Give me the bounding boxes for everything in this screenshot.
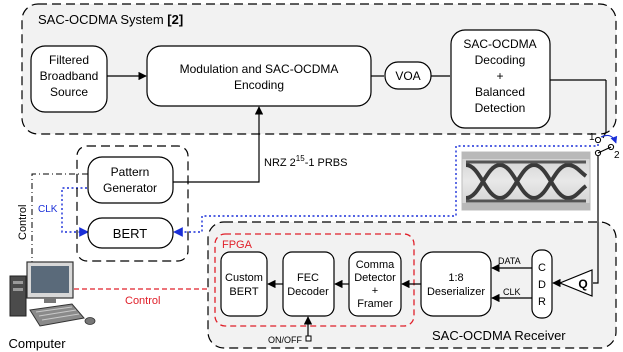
computer-label: Computer [8, 336, 66, 351]
clk-label-right: CLK [503, 287, 521, 297]
source-line-1: Filtered [49, 53, 89, 67]
modulation-encoding-block: Modulation and SAC-OCDMA Encoding [146, 45, 372, 107]
computer-icon [9, 261, 96, 327]
source-line-3: Source [50, 85, 88, 99]
pattern-generator-block: Pattern Generator [87, 156, 174, 204]
onoff-switch-icon [305, 335, 312, 342]
control-label-red: Control [125, 295, 160, 307]
control-label-vertical: Control [17, 205, 29, 240]
data-label: DATA [498, 256, 521, 266]
custom-bert-line-1: Custom [225, 272, 263, 284]
switch-position-2: 2 [614, 150, 620, 161]
decoding-line-3: + [496, 69, 503, 83]
deserializer-block: 1:8 Deserializer [420, 251, 492, 317]
fec-line-2: Decoder [287, 286, 329, 298]
system-connectors [107, 71, 607, 139]
deserializer-line-2: Deserializer [427, 286, 485, 298]
optical-switch: 1 2 [589, 132, 620, 161]
voa-label: VOA [395, 69, 420, 83]
decoding-detection-block: SAC-OCDMA Decoding + Balanced Detection [450, 29, 551, 129]
comma-line-4: Framer [357, 298, 393, 310]
bert-label: BERT [113, 226, 147, 241]
fec-line-1: FEC [297, 272, 319, 284]
pattern-line-1: Pattern [111, 165, 150, 179]
receiver-connectors [267, 156, 599, 336]
decoding-line-2: Decoding [475, 53, 526, 67]
switch-position-1: 1 [589, 132, 595, 143]
amplifier-block: Q [558, 269, 593, 297]
receiver-title: SAC-OCDMA Receiver [432, 328, 566, 343]
decoding-line-5: Detection [475, 101, 526, 115]
cdr-letter-r: R [538, 296, 546, 308]
broadband-source-block: Filtered Broadband Source [30, 45, 108, 113]
amplifier-label: Q [578, 277, 587, 291]
cdr-letter-d: D [538, 279, 546, 291]
comma-line-1: Comma [356, 259, 395, 271]
system-title: SAC-OCDMA System [2] [38, 12, 183, 27]
control-line [31, 173, 88, 268]
prbs-label: NRZ 215-1 PRBS [264, 154, 347, 169]
comma-line-3: + [372, 285, 378, 297]
voa-block: VOA [384, 61, 432, 90]
comma-detector-block: Comma Detector + Framer [348, 251, 402, 317]
deserializer-line-1: 1:8 [448, 272, 463, 284]
loopback-fiber-path [61, 144, 599, 237]
cdr-letter-c: C [538, 262, 546, 274]
modulation-line-1: Modulation and SAC-OCDMA [180, 62, 339, 76]
custom-bert-block: Custom BERT [220, 251, 268, 317]
test-equipment-region [76, 145, 189, 262]
fec-decoder-block: FEC Decoder [282, 251, 335, 317]
custom-bert-line-2: BERT [229, 286, 258, 298]
bert-block: BERT [87, 217, 174, 249]
receiver-region: SAC-OCDMA Receiver [207, 221, 617, 349]
modulation-line-2: Encoding [234, 78, 284, 92]
fpga-label: FPGA [222, 239, 253, 251]
onoff-label: ON/OFF [268, 335, 302, 345]
fpga-region: FPGA [214, 233, 415, 327]
decoding-line-1: SAC-OCDMA [463, 37, 536, 51]
pattern-line-2: Generator [103, 181, 157, 195]
cdr-block: C D R [531, 249, 553, 319]
comma-line-2: Detector [354, 272, 396, 284]
decoding-line-4: Balanced [475, 85, 525, 99]
source-line-2: Broadband [40, 69, 99, 83]
prbs-connector [173, 106, 264, 183]
clk-label-left: CLK [38, 204, 58, 215]
eye-diagram-image [461, 151, 591, 211]
